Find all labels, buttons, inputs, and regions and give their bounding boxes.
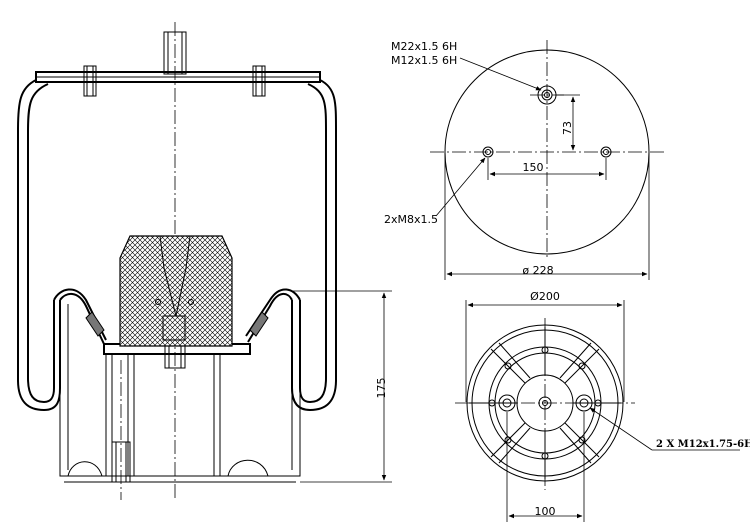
bottom-view: Ø200: [455, 290, 750, 522]
bead-right: [249, 311, 269, 337]
bumper: [119, 235, 233, 347]
side-section-view: 175: [17, 22, 392, 500]
top-plate-view: 73 150 ø 228 M22x1.5 6H M12x1.5 6H 2xM8x…: [384, 40, 664, 280]
port-thread-label: M22x1.5 6H: [391, 40, 457, 53]
bolt-thread-label: 2xM8x1.5: [384, 213, 438, 226]
offset-label: 73: [561, 121, 574, 135]
bolt-spacing-label: 150: [523, 161, 544, 174]
bottom-bolt-spacing-label: 100: [535, 505, 556, 518]
plate-diameter-label: ø 228: [522, 264, 553, 277]
top-plate: [35, 31, 321, 97]
piston: [59, 235, 301, 500]
bolt-hole-right: [600, 146, 612, 158]
bellows: [17, 79, 337, 412]
port-thread-label-2: M12x1.5 6H: [391, 54, 457, 67]
bottom-bolt-thread-label: 2 X M12x1.75-6H: [656, 439, 750, 450]
bead-left: [85, 311, 105, 337]
bolt-hole-left: [482, 146, 494, 158]
height-label: 175: [375, 378, 388, 399]
bottom-diameter-label: Ø200: [530, 290, 560, 303]
height-dimension: 175: [290, 290, 392, 483]
